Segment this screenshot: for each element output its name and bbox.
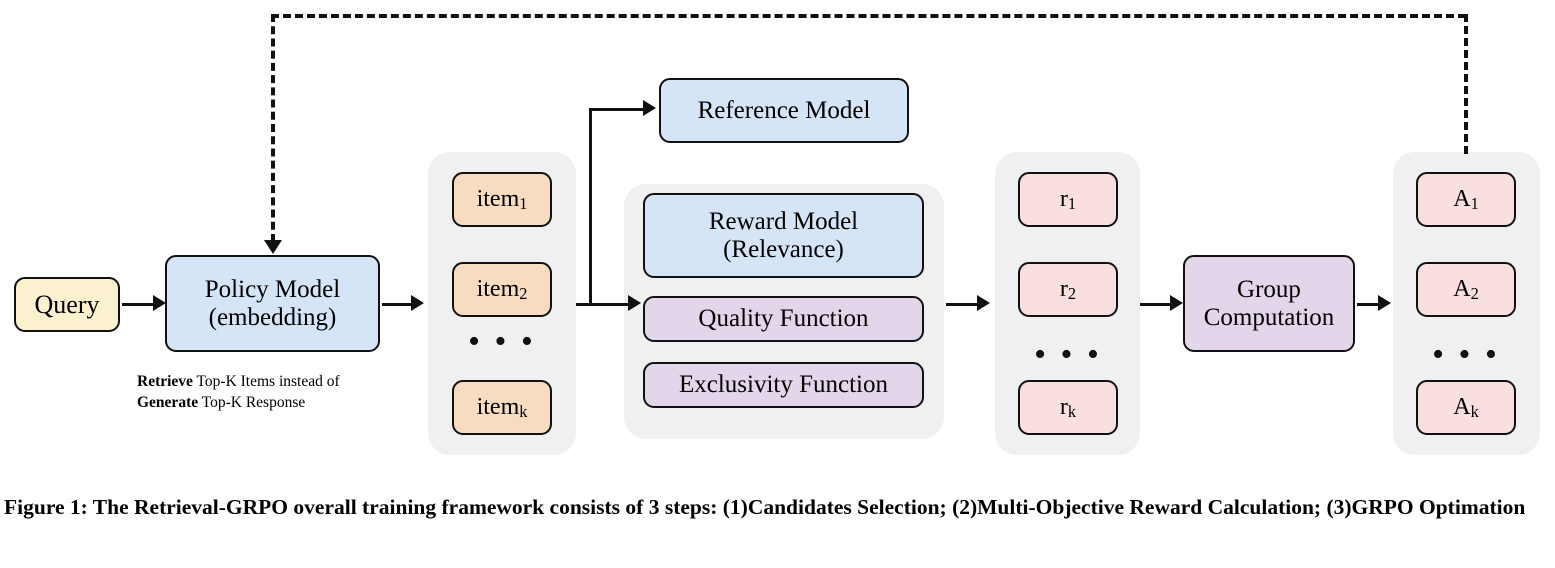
advantages-ellipsis: • • • xyxy=(1432,336,1500,373)
annotation-line2-rest: Top-K Response xyxy=(198,393,306,411)
annotation-retrieve-bold: Retrieve xyxy=(137,373,193,390)
feedback-dashed-riser xyxy=(1464,14,1468,154)
advantage-k-subscript: k xyxy=(1470,401,1479,421)
annotation-line-1: Retrieve Top-K Items instead of xyxy=(137,372,437,393)
reward-node-2[interactable]: r2 xyxy=(1018,262,1118,317)
connector-rewardgroup-to-rewards xyxy=(946,303,979,306)
reward-model-node[interactable]: Reward Model (Relevance) xyxy=(643,193,924,278)
group-computation-line2: Computation xyxy=(1203,303,1335,331)
advantage-1-base: A xyxy=(1453,186,1471,213)
item-k-base: item xyxy=(476,394,520,421)
item-k-label: itemk xyxy=(477,394,528,421)
advantage-2-subscript: 2 xyxy=(1470,283,1479,303)
arrowhead-query-to-policy xyxy=(153,295,166,311)
item-2-subscript: 2 xyxy=(519,283,528,303)
arrowhead-rewards-to-groupcomp xyxy=(1170,295,1183,311)
arrowhead-groupcomp-to-advantages xyxy=(1378,295,1391,311)
arrowhead-rewardgroup-to-rewards xyxy=(977,295,990,311)
reward-2-label: r2 xyxy=(1060,276,1076,303)
advantage-2-base: A xyxy=(1453,276,1471,303)
connector-groupcomp-to-advantages xyxy=(1357,303,1385,306)
advantage-node-1[interactable]: A1 xyxy=(1416,172,1516,227)
reward-1-subscript: 1 xyxy=(1067,193,1077,213)
arrowhead-feedback-to-policy xyxy=(264,240,282,254)
advantage-node-2[interactable]: A2 xyxy=(1416,262,1516,317)
reward-2-subscript: 2 xyxy=(1067,283,1077,303)
item-1-label: item1 xyxy=(477,186,528,213)
item-node-1[interactable]: item1 xyxy=(452,172,552,227)
reward-k-label: rk xyxy=(1060,394,1076,421)
policy-model-line2: (embedding) xyxy=(208,303,337,331)
reference-model-node[interactable]: Reference Model xyxy=(659,78,909,143)
policy-model-node[interactable]: Policy Model (embedding) xyxy=(165,255,380,352)
reward-k-base: r xyxy=(1059,394,1068,421)
reward-model-line1: Reward Model xyxy=(708,207,859,235)
advantage-1-label: A1 xyxy=(1453,186,1479,213)
connector-query-to-policy xyxy=(122,303,155,306)
advantage-1-subscript: 1 xyxy=(1470,193,1479,213)
quality-function-label: Quality Function xyxy=(698,305,869,332)
advantage-k-base: A xyxy=(1453,394,1471,421)
annotation-generate-bold: Generate xyxy=(137,393,199,411)
reward-1-label: r1 xyxy=(1060,186,1076,213)
advantage-2-label: A2 xyxy=(1453,276,1479,303)
reward-node-k[interactable]: rk xyxy=(1018,380,1118,435)
item-2-base: item xyxy=(476,276,520,303)
item-node-k[interactable]: itemk xyxy=(452,380,552,435)
group-computation-line1: Group xyxy=(1237,275,1301,303)
arrowhead-to-reward-group xyxy=(628,295,641,311)
item-k-subscript: k xyxy=(519,401,528,421)
arrowhead-to-reference-model xyxy=(643,100,656,116)
connector-branch-to-reward-group xyxy=(589,303,631,306)
feedback-dashed-top xyxy=(271,14,1466,18)
framework-diagram: Query Policy Model (embedding) Retrieve … xyxy=(14,14,1540,455)
reward-k-subscript: k xyxy=(1067,401,1077,421)
reward-2-base: r xyxy=(1059,276,1068,303)
quality-function-node[interactable]: Quality Function xyxy=(643,296,924,342)
item-1-subscript: 1 xyxy=(519,193,528,213)
connector-rewards-to-groupcomp xyxy=(1140,303,1176,306)
advantage-k-label: Ak xyxy=(1453,394,1479,421)
figure-caption: Figure 1: The Retrieval-GRPO overall tra… xyxy=(4,495,1526,519)
items-ellipsis: • • • xyxy=(468,323,536,360)
policy-model-line1: Policy Model xyxy=(204,275,341,303)
retrieve-generate-annotation: Retrieve Top-K Items instead of Generate… xyxy=(137,372,437,414)
exclusivity-function-label: Exclusivity Function xyxy=(678,371,889,398)
connector-policy-to-items xyxy=(382,303,413,306)
reward-1-base: r xyxy=(1059,186,1068,213)
query-label: Query xyxy=(34,289,100,319)
reward-model-line2: (Relevance) xyxy=(723,235,844,263)
rewards-ellipsis: • • • xyxy=(1034,336,1102,373)
query-node[interactable]: Query xyxy=(14,277,120,332)
group-computation-node[interactable]: Group Computation xyxy=(1183,255,1355,352)
reference-model-label: Reference Model xyxy=(697,96,871,124)
item-node-2[interactable]: item2 xyxy=(452,262,552,317)
connector-branch-to-reference xyxy=(589,108,645,111)
feedback-dashed-drop xyxy=(271,14,275,242)
annotation-line1-rest: Top-K Items instead of xyxy=(192,373,340,390)
item-2-label: item2 xyxy=(477,276,528,303)
advantage-node-k[interactable]: Ak xyxy=(1416,380,1516,435)
arrowhead-policy-to-items xyxy=(411,295,424,311)
reward-node-1[interactable]: r1 xyxy=(1018,172,1118,227)
exclusivity-function-node[interactable]: Exclusivity Function xyxy=(643,362,924,408)
connector-items-branch-riser xyxy=(589,108,592,304)
annotation-line-2: Generate Top-K Response xyxy=(137,393,437,414)
item-1-base: item xyxy=(476,186,520,213)
